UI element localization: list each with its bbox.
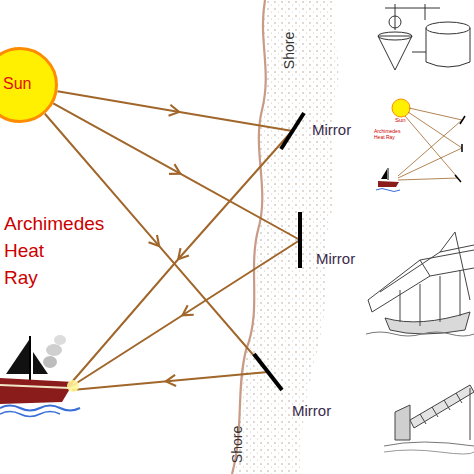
- mirror-label: Mirror: [316, 250, 355, 267]
- mirror-node: Mirror: [277, 109, 308, 153]
- apparatus-sketch: [378, 4, 470, 70]
- light-ray: [53, 103, 300, 240]
- mirror-shape: [296, 208, 304, 272]
- shore-line: [232, 0, 266, 474]
- mirror-shape: [250, 350, 286, 394]
- sun-label: Sun: [3, 75, 31, 93]
- text-label: Shore: [229, 425, 246, 462]
- reflected-ray: [72, 131, 292, 382]
- inset-diagram: [376, 99, 465, 192]
- reflected-ray: [72, 240, 300, 386]
- mirror-label: Mirror: [312, 121, 351, 138]
- ship: [0, 335, 80, 417]
- reflected-ray: [72, 372, 268, 390]
- engraving-crane: [366, 232, 474, 336]
- light-ray: [45, 114, 268, 372]
- engraving-claw: [384, 385, 474, 454]
- mirror-node: Mirror: [250, 350, 286, 394]
- sun-node: Sun: [0, 47, 58, 123]
- mirror-label: Mirror: [292, 402, 331, 419]
- mirror-shape: [277, 109, 308, 153]
- sun-circle: [0, 49, 57, 122]
- mirror-node: Mirror: [296, 208, 304, 272]
- text-label: Archimedes Heat Ray: [4, 210, 76, 291]
- text-label: Shore: [281, 31, 298, 68]
- mirror-bar: [281, 113, 304, 149]
- mirror-bar: [254, 354, 282, 390]
- text-label: Sun: [395, 117, 406, 124]
- mirror-bar: [298, 212, 302, 268]
- text-label: Archimedes Heat Ray: [374, 128, 404, 140]
- sand: [232, 0, 339, 474]
